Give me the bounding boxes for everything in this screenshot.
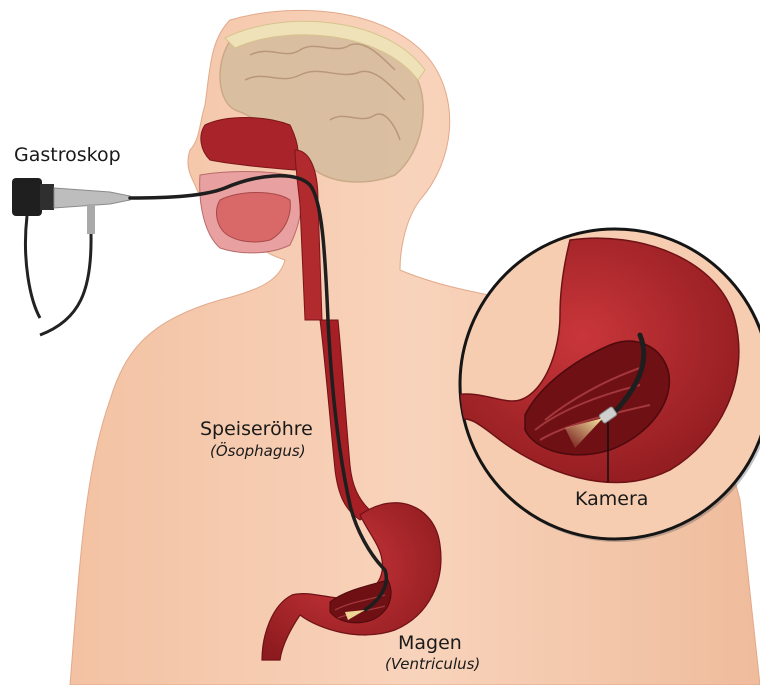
esophagus-latin-label: (Ösophagus) bbox=[210, 442, 306, 460]
stomach-latin-label: (Ventriculus) bbox=[385, 655, 480, 673]
stomach-label: Magen bbox=[398, 632, 462, 654]
gastroscope-device bbox=[12, 178, 130, 335]
gastroscope-label: Gastroskop bbox=[14, 144, 121, 166]
camera-label: Kamera bbox=[575, 488, 648, 510]
esophagus-label: Speiseröhre bbox=[200, 418, 313, 440]
